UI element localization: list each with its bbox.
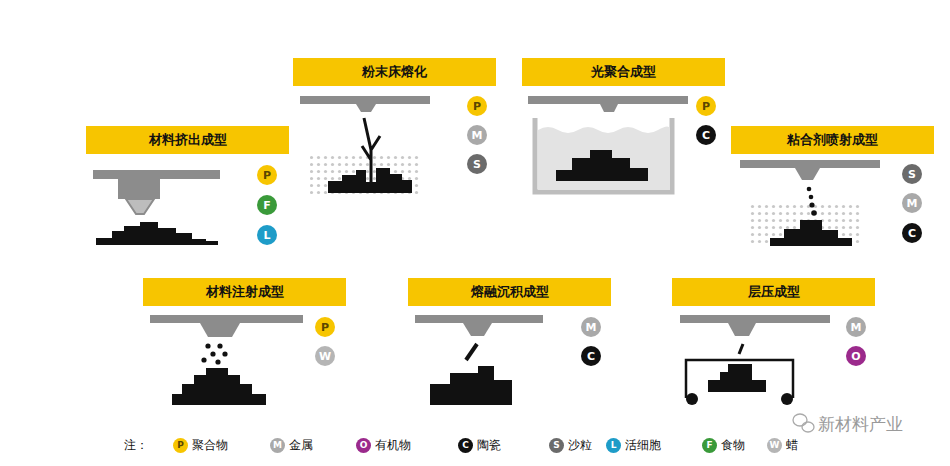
node-text: P <box>321 322 329 333</box>
process-header: 层压成型 <box>672 278 875 306</box>
legend-letter: C <box>462 441 469 450</box>
watermark-icon <box>793 414 814 432</box>
node-text: M <box>907 198 918 209</box>
node-text: M <box>586 322 597 333</box>
node-text: 材料挤出成型 <box>149 131 227 149</box>
legend-item: O 有机物 <box>356 436 411 454</box>
legend-letter: M <box>273 441 282 450</box>
legend-item: M 金属 <box>270 436 313 454</box>
material-badge: M <box>467 125 487 145</box>
material-badge: C <box>902 223 922 243</box>
legend-swatch: F <box>702 438 717 453</box>
lamination-illustration <box>680 315 830 405</box>
legend-letter: F <box>706 441 712 450</box>
legend-swatch: O <box>356 438 371 453</box>
node-text: P <box>702 101 710 112</box>
node-text: M <box>472 130 483 141</box>
material-badge: C <box>696 125 716 145</box>
photopolymer-illustration <box>528 96 688 192</box>
legend-item: C 陶瓷 <box>458 436 501 454</box>
material-badge: M <box>581 317 601 337</box>
legend-letter: O <box>360 441 368 450</box>
node-text: 材料注射成型 <box>206 283 284 301</box>
legend-text: 有机物 <box>375 437 411 454</box>
node-text: 层压成型 <box>748 283 800 301</box>
binder-jet-illustration <box>740 160 880 247</box>
legend-text: 沙粒 <box>568 437 592 454</box>
material-badge: W <box>315 346 335 366</box>
material-badge: P <box>315 317 335 337</box>
node-text: S <box>473 159 481 170</box>
node-text: M <box>851 322 862 333</box>
legend-text: 聚合物 <box>192 437 228 454</box>
process-header: 材料注射成型 <box>143 278 346 306</box>
material-badge: P <box>467 96 487 116</box>
legend-item: P 聚合物 <box>173 436 228 454</box>
legend-letter: P <box>177 441 184 450</box>
node-text: P <box>263 170 271 181</box>
material-badge: M <box>846 317 866 337</box>
node-text: O <box>851 351 860 362</box>
legend-swatch: C <box>458 438 473 453</box>
node-text: 粉末床熔化 <box>362 63 427 81</box>
material-badge: S <box>467 154 487 174</box>
node-text: 粘合剂喷射成型 <box>787 131 878 149</box>
material-badge: P <box>696 96 716 116</box>
legend-letter: W <box>770 441 780 450</box>
node-text: C <box>908 228 916 239</box>
powder-bed-illustration <box>300 96 430 194</box>
material-badge: O <box>846 346 866 366</box>
legend-text: 活细胞 <box>625 437 661 454</box>
fused-deposition-illustration <box>415 315 543 405</box>
legend-swatch: W <box>767 438 782 453</box>
material-jet-illustration <box>150 315 303 405</box>
node-text: W <box>319 351 331 362</box>
material-badge: L <box>257 225 277 245</box>
node-text: L <box>263 230 270 241</box>
legend-text: 陶瓷 <box>477 437 501 454</box>
legend-item: W蜡 <box>767 436 798 454</box>
material-badge: P <box>257 165 277 185</box>
node-text: C <box>702 130 710 141</box>
legend-swatch: S <box>549 438 564 453</box>
node-text: C <box>587 351 595 362</box>
material-badge: M <box>902 193 922 213</box>
node-text: F <box>263 200 271 211</box>
process-header: 粉末床熔化 <box>293 58 496 86</box>
material-badge: F <box>257 195 277 215</box>
legend-swatch: P <box>173 438 188 453</box>
process-header: 光聚合成型 <box>522 58 725 86</box>
process-header: 粘合剂喷射成型 <box>731 126 934 154</box>
legend-letter: L <box>611 441 617 450</box>
node-text: P <box>473 101 481 112</box>
material-badge: S <box>902 164 922 184</box>
legend-text: 金属 <box>289 437 313 454</box>
watermark: 新材料产业 <box>818 413 903 436</box>
node-text: 熔融沉积成型 <box>471 283 549 301</box>
legend-note: 注： <box>124 437 148 454</box>
material-badge: C <box>581 346 601 366</box>
extrusion-illustration <box>93 170 220 245</box>
process-header: 材料挤出成型 <box>86 126 289 154</box>
process-header: 熔融沉积成型 <box>408 278 611 306</box>
legend-swatch: M <box>270 438 285 453</box>
legend-item: S 沙粒 <box>549 436 592 454</box>
legend-swatch: L <box>606 438 621 453</box>
legend-item: F 食物 <box>702 436 745 454</box>
node-text: S <box>908 169 916 180</box>
legend-text: 蜡 <box>786 437 798 454</box>
node-text: 光聚合成型 <box>591 63 656 81</box>
legend-item: L 活细胞 <box>606 436 661 454</box>
legend-letter: S <box>553 441 559 450</box>
legend-text: 食物 <box>721 437 745 454</box>
